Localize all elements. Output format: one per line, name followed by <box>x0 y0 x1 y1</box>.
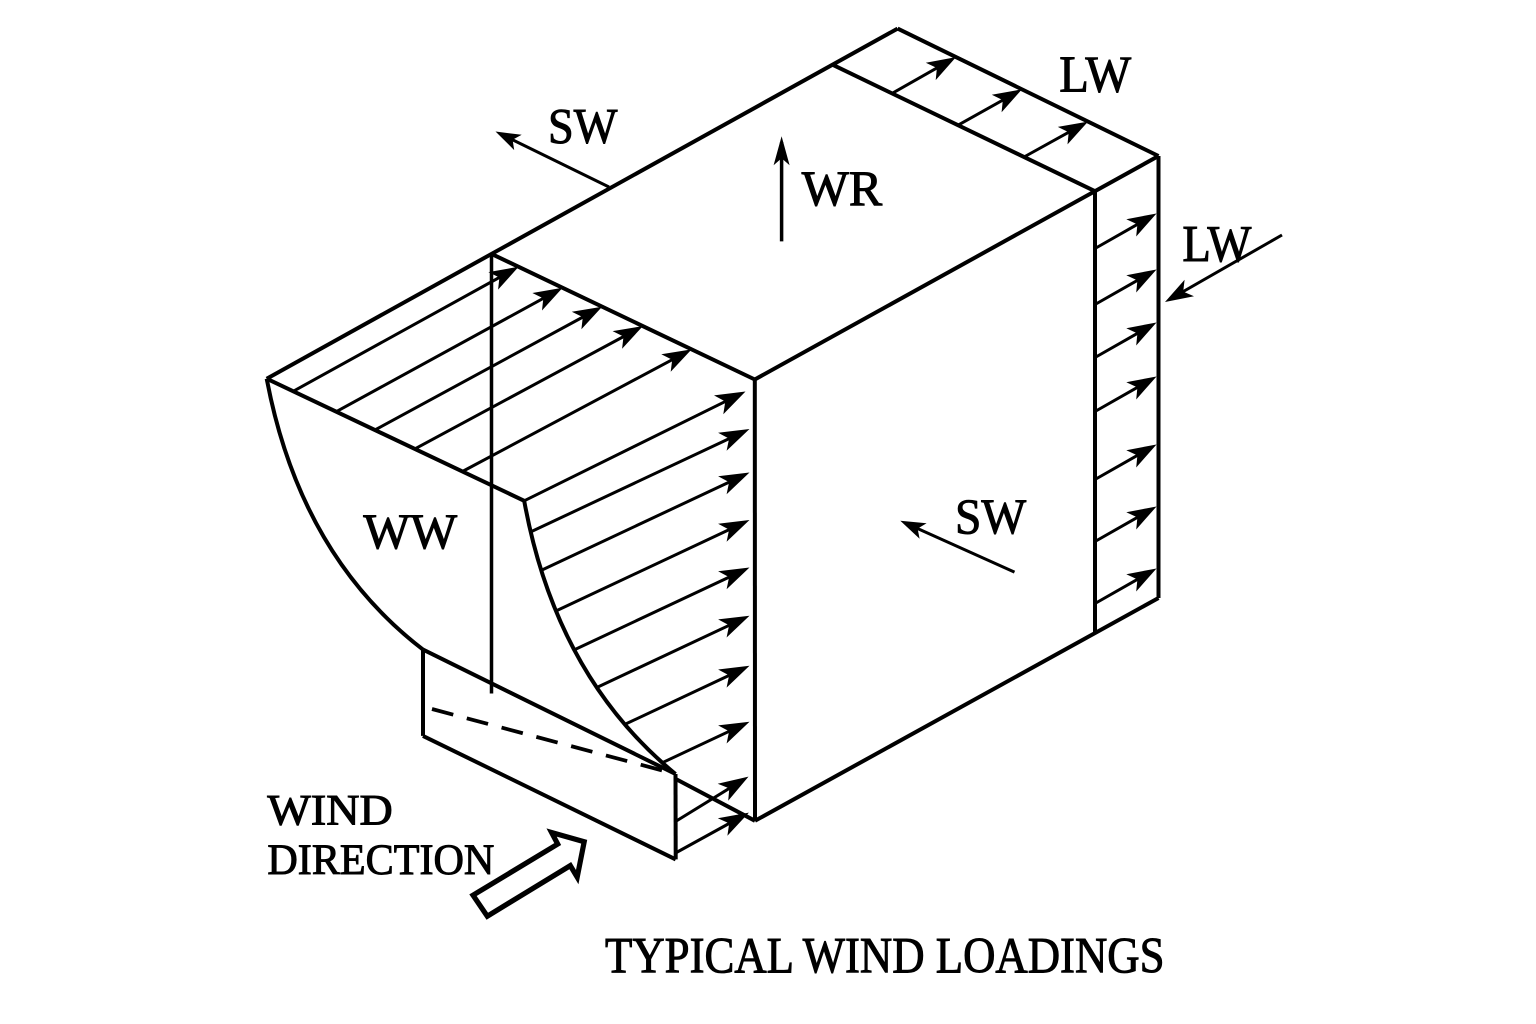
svg-text:LW: LW <box>1059 47 1131 104</box>
svg-text:WIND: WIND <box>267 788 392 835</box>
svg-text:TYPICAL WIND LOADINGS: TYPICAL WIND LOADINGS <box>605 929 1165 985</box>
svg-text:WR: WR <box>802 160 883 216</box>
svg-text:DIRECTION: DIRECTION <box>267 837 494 884</box>
svg-text:WW: WW <box>363 503 457 559</box>
svg-text:SW: SW <box>548 98 618 154</box>
svg-text:SW: SW <box>955 488 1027 544</box>
svg-text:LW: LW <box>1182 216 1251 273</box>
